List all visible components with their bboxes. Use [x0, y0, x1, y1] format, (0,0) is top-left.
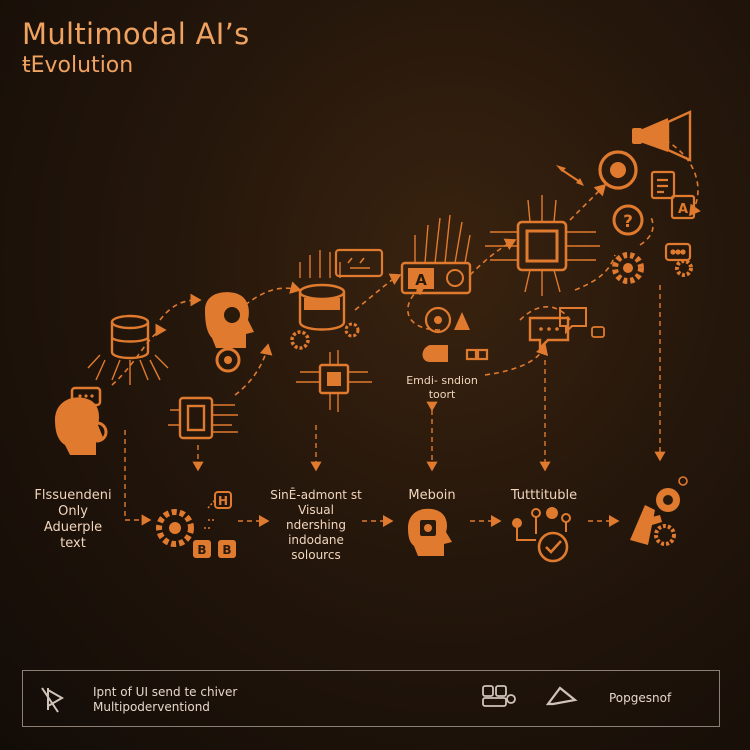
cpu-chip-icon: [168, 396, 238, 440]
robot-profile-icon: [205, 292, 254, 373]
stage-label-1: Flssuendeni Only Aduerple text: [34, 488, 112, 551]
target-icon: [598, 150, 638, 190]
footer-bar: Ipnt of UI send te chiver Multipodervent…: [22, 670, 720, 727]
stage-label-2: SinĒ-admont st Visual ndershing indodane…: [270, 488, 362, 562]
page-subtitle: ŧEvolution: [22, 53, 134, 78]
footer-arrow-icon: [545, 686, 578, 706]
document-icon: [650, 170, 696, 220]
footer-text: Ipnt of UI send te chiver Multipodervent…: [93, 685, 238, 714]
footer-toolbar-icon: [482, 685, 516, 707]
badge-a2: A: [678, 202, 688, 217]
mid-label: Emdi- sndion toort: [406, 374, 478, 401]
badge-a1: A: [415, 271, 427, 289]
stage-label-4: Tutttituble: [510, 488, 578, 503]
cpu-chip-icon-2: [296, 350, 372, 412]
chat-bubble-icon: [528, 307, 605, 351]
badge-b1: B: [197, 543, 206, 557]
gear-icon: [290, 322, 360, 350]
badge-question: ?: [623, 212, 633, 232]
sensor-icons: [422, 306, 489, 362]
page-title: Multimodal AI’s: [22, 17, 250, 51]
gear-cluster-icon: [156, 491, 236, 558]
arrow-icon: [556, 165, 584, 186]
data-storage-icon: [298, 248, 384, 331]
text-image-card-icon: [400, 214, 472, 295]
badge-h: H: [218, 494, 228, 508]
megaphone-icon: [632, 110, 692, 162]
network-check-icon: [512, 507, 571, 563]
footer-right-label: Popgesnof: [609, 691, 672, 705]
brain-head-icon: [408, 508, 452, 556]
question-icon: [612, 204, 644, 236]
flag-icon: [41, 687, 65, 713]
processor-icon: [485, 195, 600, 296]
vertical-connectors: [124, 285, 666, 526]
chat-icon-small: [664, 242, 692, 262]
upper-flow-arrows: [111, 139, 701, 396]
database-icon: [87, 314, 169, 385]
robot-figure-icon: [630, 476, 688, 546]
stage-label-3: Meboin: [408, 488, 456, 503]
badge-b2: B: [222, 543, 231, 557]
robot-head-icon: [55, 386, 108, 455]
